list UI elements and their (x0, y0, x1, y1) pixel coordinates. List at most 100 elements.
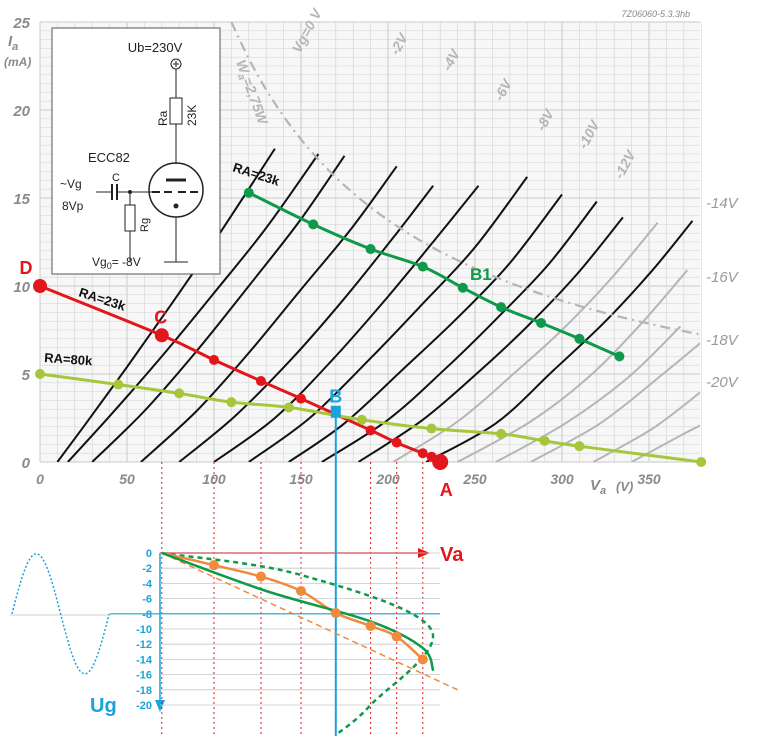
vg-characteristic-curves (56, 22, 700, 462)
vg-side-label: -20V (706, 374, 740, 391)
load-line-point (391, 437, 402, 448)
vg-curve (288, 193, 563, 462)
schematic: Ub=230V Ra 23K ECC82 ~Vg 8Vp C Rg Vg0= -… (51, 27, 221, 275)
vg-curve (321, 200, 598, 462)
input-sine-wave (10, 551, 86, 620)
ug-tick-label: -18 (136, 685, 152, 697)
bias-label: Vg0= -8V (92, 255, 141, 271)
vg-curve (67, 153, 320, 462)
rg-resistor (124, 204, 136, 232)
load-line-point (417, 448, 428, 459)
vg-curve (140, 165, 398, 462)
load-line-point (209, 354, 219, 365)
load-line-point (417, 261, 428, 272)
vg-curve (56, 148, 276, 462)
load-line-point (283, 402, 294, 413)
y-axis-title: Ia (8, 33, 18, 53)
transfer-point (296, 586, 306, 596)
load-line-point (574, 333, 585, 344)
ug-tick-label: -16 (136, 670, 152, 682)
load-line-point (426, 423, 437, 434)
ug-tick-label: -10 (136, 624, 152, 636)
load-line-point (308, 219, 319, 230)
ug-label: Ug (90, 695, 117, 717)
y-tick-label: 20 (12, 103, 30, 120)
x-tick-label: 300 (550, 471, 574, 487)
vg-side-label: -18V (706, 332, 740, 349)
load-line-point (496, 428, 507, 439)
input-label-a: ~Vg (60, 177, 82, 191)
transfer-point (417, 654, 428, 665)
x-tick-label: 0 (36, 471, 44, 487)
va-label: Va (440, 544, 464, 566)
load-line-point (174, 388, 185, 399)
transfer-point (209, 560, 219, 571)
tube-label: ECC82 (88, 150, 130, 165)
ug-arrowhead (155, 700, 165, 712)
vg-curve (392, 221, 659, 462)
transfer-point (255, 571, 266, 582)
load-line-label-lime: RA=80k (44, 350, 94, 368)
point-c-marker (154, 328, 169, 343)
vg-curve (357, 216, 624, 462)
load-line-point (35, 369, 45, 379)
x-tick-label: 50 (119, 471, 135, 487)
transfer-curve-green (161, 551, 435, 672)
y-tick-label: 25 (12, 15, 30, 32)
ug-tick-label: -12 (136, 639, 152, 651)
ug-tick-label: -14 (136, 654, 153, 666)
output-sine-wave (161, 551, 435, 736)
transfer-point (365, 620, 376, 631)
vg-side-label: -16V (706, 269, 740, 286)
input-sine-wave (11, 553, 110, 675)
point-a-marker (432, 454, 449, 470)
x-tick-label: 250 (462, 471, 487, 487)
load-line-point (536, 317, 547, 328)
vg-curve (91, 155, 346, 462)
load-line-point (574, 441, 585, 452)
rg-label: Rg (139, 218, 151, 232)
vg-curve (425, 220, 694, 462)
supply-label: Ub=230V (128, 40, 183, 55)
ra-resistor (169, 97, 183, 125)
load-line-point (226, 397, 237, 408)
ug-tick-label: -4 (142, 578, 153, 590)
y-axis-unit: (mA) (4, 55, 31, 69)
x-tick-label: 200 (375, 471, 400, 487)
transfer-point (330, 608, 341, 619)
input-label-b: 8Vp (62, 199, 84, 213)
load-line-point (365, 244, 376, 255)
transfer-tangent-line (161, 552, 458, 691)
ra-value: 23K (185, 105, 199, 126)
vg-curve (495, 325, 681, 462)
vg-side-label: -14V (706, 195, 740, 212)
load-line-point (356, 414, 367, 425)
load-line-point (457, 282, 468, 293)
load-line (39, 372, 702, 464)
load-line-point (496, 302, 507, 313)
load-line-point (296, 393, 306, 404)
load-line-point (696, 457, 707, 467)
point-a-label: A (440, 480, 453, 500)
y-tick-label: 15 (13, 191, 30, 208)
point-d-label: D (20, 258, 33, 278)
vg-curve (178, 185, 434, 462)
transfer-point (391, 631, 402, 642)
x-axis-title: Va (590, 477, 606, 497)
ug-tick-label: -20 (136, 700, 152, 712)
load-line-point (243, 187, 254, 198)
vg-curve (213, 185, 480, 462)
vg-curve (592, 391, 700, 462)
ug-tick-label: 0 (146, 548, 152, 560)
point-c-label: C (154, 307, 167, 327)
cap-label: C (112, 172, 120, 184)
vg-curve (530, 341, 700, 462)
x-axis-unit: (V) (616, 479, 633, 494)
point-d-marker (33, 279, 47, 293)
y-tick-label: 10 (13, 279, 30, 296)
y-tick-label: 0 (22, 455, 31, 472)
point-b1-label: B1 (470, 265, 492, 284)
load-line-point (614, 351, 625, 362)
ra-name: Ra (156, 110, 170, 126)
